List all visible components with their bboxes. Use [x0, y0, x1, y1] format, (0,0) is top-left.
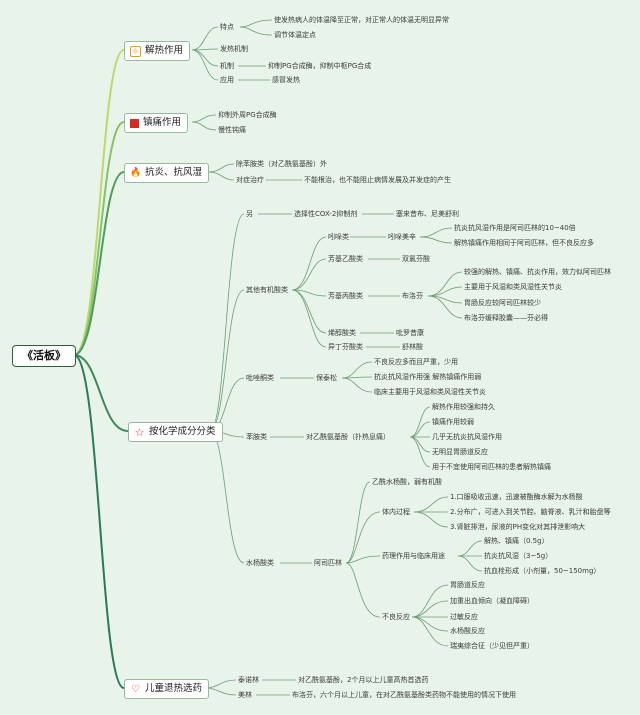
node-indole-note-2: 解热镇痛作用相同于阿司匹林，但不良反应多 — [454, 239, 594, 247]
node-enolic: 烯醇酸类 — [328, 329, 356, 337]
node-pharm-3: 抗血栓形成（小剂量，50~150mg） — [484, 567, 601, 575]
node-process: 体内过程 — [382, 508, 410, 516]
node-symptomatic-label: 对症治疗 — [236, 176, 264, 184]
node-symptomatic: 不能根治，也不能阻止病情发展及并发症的产生 — [304, 176, 451, 184]
node-salicylate: 水杨酸类 — [246, 559, 274, 567]
branch-line-analgesic — [73, 121, 125, 356]
branch-label: 抗炎、抗风湿 — [145, 167, 203, 178]
node-tylenol-desc: 对乙酰氨基酚，2个月以上儿童高热首选药 — [298, 676, 429, 684]
node-cox2-drugs: 塞来昔布、尼美舒利 — [396, 210, 459, 218]
node-aryl-acetic: 芳基乙酸类 — [328, 255, 363, 263]
node-motrin: 美林 — [238, 691, 252, 699]
root-topic[interactable]: 《活板》 — [12, 345, 76, 367]
node-aryl-propionic: 芳基丙酸类 — [328, 292, 363, 300]
sun-icon: ☼ — [130, 45, 141, 57]
branch-label: 解热作用 — [145, 45, 184, 56]
node-analgesic-1: 抑制外周PG合成酶 — [218, 111, 277, 119]
branch-line-classification — [73, 354, 129, 432]
branch-line-antipyretic — [73, 49, 125, 356]
node-indomethacin: 吲哚美辛 — [388, 233, 416, 241]
node-sulindac: 舒林酸 — [402, 343, 423, 351]
node-use: 感冒发热 — [272, 76, 300, 84]
node-adverse-2: 加重出血倾向（凝血障碍） — [450, 597, 534, 605]
node-ibu-note-2: 主要用于风湿和类风湿性关节炎 — [464, 283, 562, 291]
node-ibu-note-4: 布洛芬缓释胶囊——芬必得 — [464, 314, 548, 322]
node-process-2: 2.分布广，可进入到关节腔、脑脊液、乳汁和胎盘等 — [450, 508, 611, 516]
node-piroxicam: 吡罗昔康 — [396, 329, 424, 337]
node-cox2: 选择性COX-2抑制剂 — [294, 210, 358, 218]
node-antiinflam-1: 除苯胺类（对乙酰氨基酚）外 — [236, 160, 327, 168]
branch-antipyretic[interactable]: ☼ 解热作用 — [124, 41, 191, 61]
node-pyrazolone: 吡唑酮类 — [246, 374, 274, 382]
node-adverse-1: 胃肠道反应 — [450, 581, 485, 589]
node-mechanism-label: 机制 — [220, 62, 234, 70]
branch-classification[interactable]: ☆ 按化学成分分类 — [128, 422, 223, 442]
node-pharm-2: 抗炎抗风湿（3~5g） — [484, 552, 553, 560]
node-phenylbutazone: 保泰松 — [316, 374, 337, 382]
node-use-label: 应用 — [220, 76, 234, 84]
node-motrin-desc: 布洛芬，六个月以上儿童，在对乙酰氨基酚类药物不能使用的情况下使用 — [292, 691, 516, 699]
branch-line-antiinflammatory — [73, 171, 125, 356]
node-ibuprofen: 布洛芬 — [402, 292, 423, 300]
node-organic-acids: 其他有机酸类 — [246, 286, 288, 294]
node-indole: 吲哚类 — [328, 233, 349, 241]
node-ibu-note-3: 胃肠反应较阿司匹林较少 — [464, 299, 541, 307]
node-process-1: 1.口服吸收迅速，迅速被酯酶水解为水杨酸 — [450, 493, 583, 501]
node-paracetamol: 对乙酰氨基酚（扑热息痛） — [306, 433, 390, 441]
node-adverse-4: 水杨酸反应 — [450, 627, 485, 635]
branch-children[interactable]: ♡ 儿童退热选药 — [124, 679, 210, 699]
node-mechanism: 抑制PG合成酶，抑制中枢PG合成 — [268, 62, 372, 70]
red-square-icon — [130, 118, 139, 128]
node-aspirin-desc: 乙酰水杨酸，弱有机酸 — [372, 478, 442, 486]
node-diclofenac: 双氯芬酸 — [402, 255, 430, 263]
node-pharm: 药理作用与临床用途 — [382, 552, 445, 560]
node-pyra-note-2: 抗炎抗风湿作用强 解热镇痛作用弱 — [374, 373, 482, 381]
node-aspirin: 阿司匹林 — [314, 559, 342, 567]
node-fever-mechanism: 发热机制 — [220, 45, 248, 53]
fire-icon: 🔥 — [130, 167, 142, 178]
node-indole-note-1: 抗炎抗风湿作用是阿司匹林的10~40倍 — [454, 224, 576, 232]
node-process-3: 3.肾脏排泄，尿液的PH变化对其排泄影响大 — [450, 523, 586, 531]
node-adverse-5: 瑞夷综合征（少见但严重） — [450, 642, 534, 650]
node-adverse: 不良反应 — [382, 613, 410, 621]
heart-icon: ♡ — [131, 683, 140, 695]
node-other: 另 — [246, 210, 253, 218]
node-aniline-note-2: 镇痛作用较弱 — [432, 418, 474, 426]
branch-label: 镇痛作用 — [143, 117, 182, 128]
branch-line-children — [73, 354, 125, 689]
branch-antiinflammatory[interactable]: 🔥 抗炎、抗风湿 — [124, 163, 210, 183]
node-ibu-note-1: 较强的解热、镇痛、抗炎作用，效力似阿司匹林 — [464, 268, 611, 276]
node-pyra-note-1: 不良反应多而且严重，少用 — [374, 358, 458, 366]
node-aniline: 苯胺类 — [246, 433, 267, 441]
node-features: 特点 — [220, 23, 234, 31]
node-feature-2: 调节体温定点 — [274, 31, 316, 39]
node-analgesic-2: 慢性钝痛 — [218, 126, 246, 134]
node-isobutyl: 异丁芬酸类 — [328, 343, 363, 351]
node-aniline-note-1: 解热作用较强和持久 — [432, 403, 495, 411]
branch-label: 按化学成分分类 — [149, 426, 216, 437]
node-tylenol: 泰诺林 — [238, 676, 259, 684]
node-adverse-3: 过敏反应 — [450, 613, 478, 621]
node-pyra-note-3: 临床主要用于风湿和类风湿性关节炎 — [374, 388, 486, 396]
node-feature-1: 使发热病人的体温降至正常，对正常人的体温无明显异常 — [274, 16, 449, 24]
node-pharm-1: 解热、镇痛（0.5g） — [484, 537, 549, 545]
star-icon: ☆ — [134, 425, 145, 439]
branch-analgesic[interactable]: 镇痛作用 — [124, 113, 189, 133]
node-aniline-note-4: 无明显胃肠道反应 — [432, 448, 488, 456]
node-aniline-note-5: 用于不宜使用阿司匹林的患者解热镇痛 — [432, 463, 551, 471]
node-aniline-note-3: 几乎无抗炎抗风湿作用 — [432, 433, 502, 441]
branch-label: 儿童退热选药 — [145, 683, 203, 694]
